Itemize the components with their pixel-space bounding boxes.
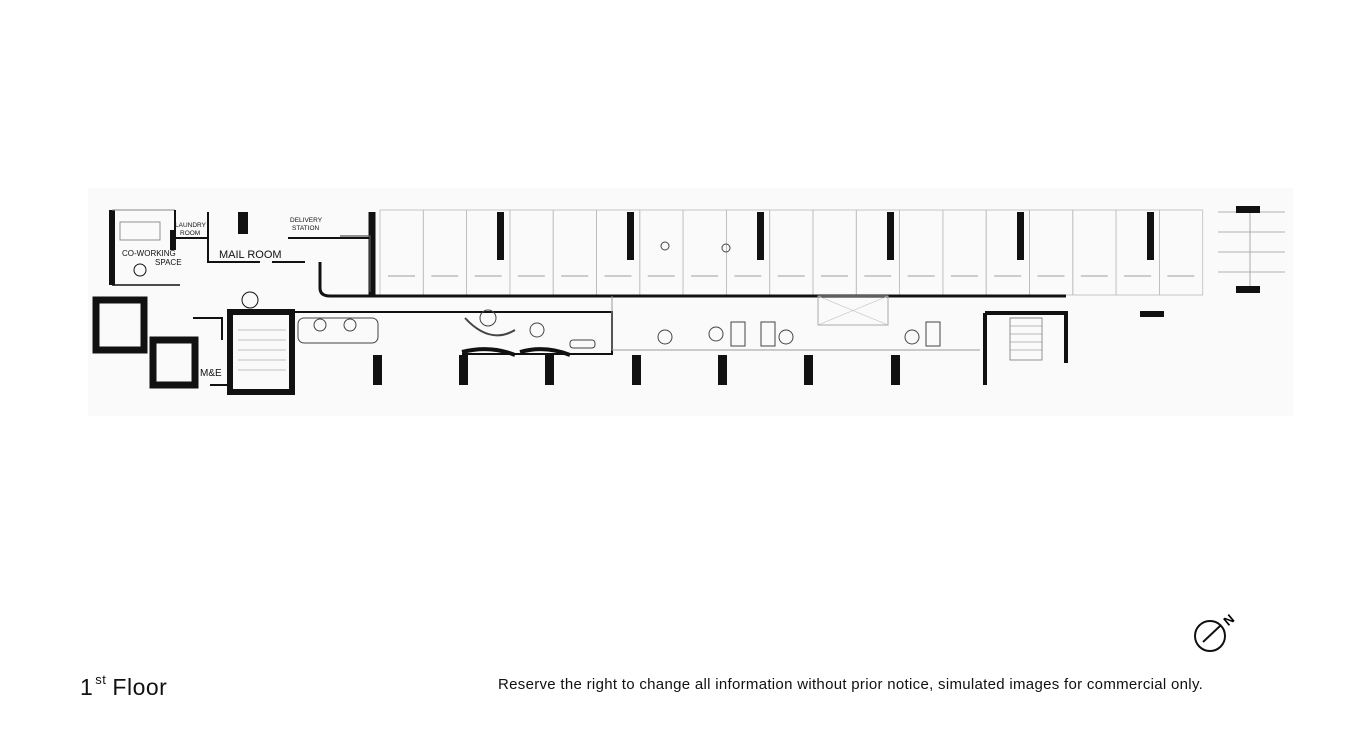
ramp: [1218, 206, 1285, 293]
structural-column: [373, 355, 382, 385]
label-delivery-2: STATION: [292, 225, 320, 232]
room-labels: CO-WORKING SPACE LAUNDRY ROOM MAIL ROOM …: [122, 217, 323, 379]
label-laundry-2: ROOM: [180, 230, 200, 237]
disclaimer-text: Reserve the right to change all informat…: [498, 676, 1204, 693]
lounge-furniture: [297, 241, 941, 357]
parking-stall: [1159, 209, 1204, 296]
label-coworking-2: SPACE: [155, 258, 182, 267]
structural-column: [804, 355, 813, 385]
structural-column: [757, 212, 764, 260]
corridor-walls: [295, 212, 1066, 355]
structural-column: [1017, 212, 1024, 260]
plan-background: [88, 188, 1293, 416]
label-mail-room: MAIL ROOM: [219, 249, 282, 261]
structural-column: [627, 212, 634, 260]
structural-column: [459, 355, 468, 385]
label-mande: M&E: [200, 368, 222, 379]
left-core: [92, 209, 372, 395]
structural-columns-lower: [373, 355, 900, 385]
floor-suffix: st: [95, 672, 107, 687]
structural-column: [497, 212, 504, 260]
structural-column: [718, 355, 727, 385]
structural-column: [545, 355, 554, 385]
floor-number: 1: [80, 674, 94, 700]
compass-north-label: N: [1220, 611, 1237, 629]
north-compass-icon: N: [1194, 611, 1237, 652]
label-coworking: CO-WORKING: [122, 249, 176, 258]
structural-column: [1147, 212, 1154, 260]
label-delivery: DELIVERY: [290, 217, 323, 224]
floor-word: Floor: [112, 674, 168, 700]
structural-column: [891, 355, 900, 385]
parking-stalls: [379, 209, 1204, 296]
structural-column: [632, 355, 641, 385]
right-stair: [983, 311, 1164, 385]
structural-column: [887, 212, 894, 260]
label-laundry: LAUNDRY: [175, 222, 207, 229]
